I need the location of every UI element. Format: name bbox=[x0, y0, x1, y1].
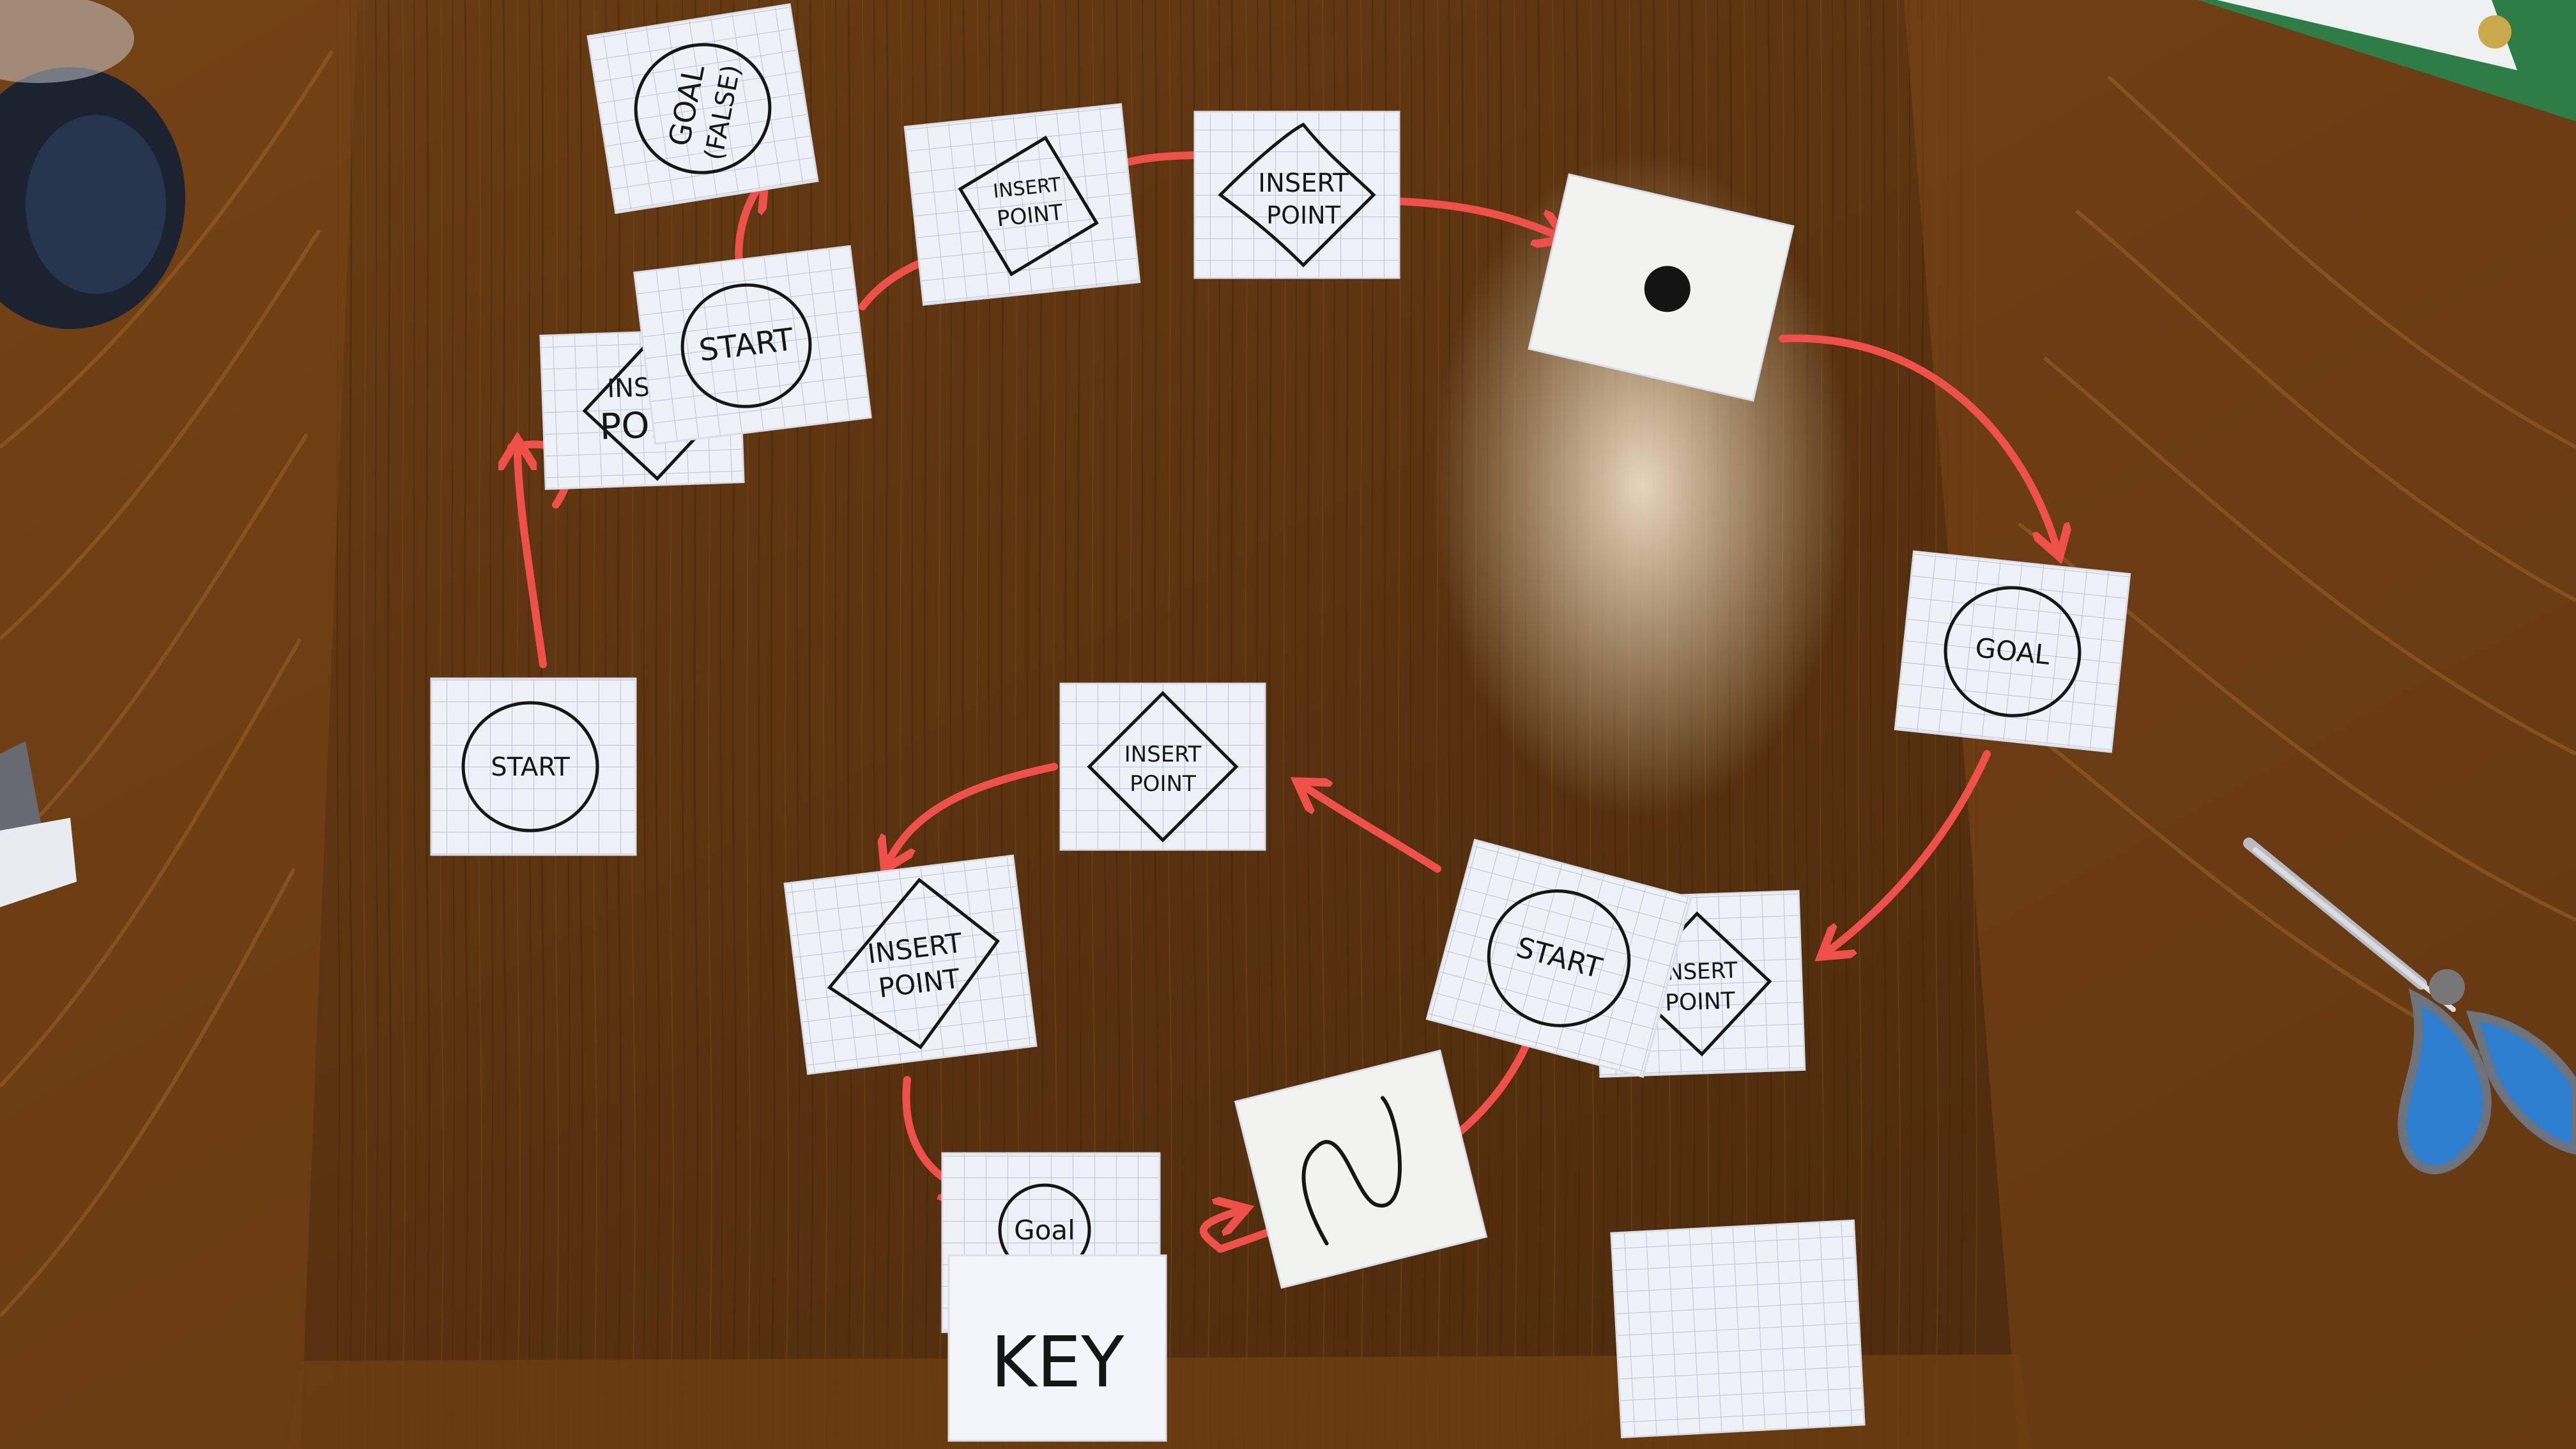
table-leaf-left bbox=[0, 0, 358, 1449]
insert-lower-right-line2: POINT bbox=[1665, 988, 1736, 1016]
wood-chevron-grain bbox=[0, 50, 2576, 1318]
glass-jar bbox=[0, 0, 185, 329]
arrow-insert-center-to-lower-left bbox=[888, 763, 1058, 862]
card-goal-right: GOAL bbox=[1894, 550, 2131, 753]
card-goal-false: GOAL (FALSE) bbox=[586, 3, 819, 215]
arrow-start-left-to-insert bbox=[518, 447, 547, 668]
arrow-hole-to-goal bbox=[1779, 334, 2057, 549]
hole-dot bbox=[1644, 266, 1690, 312]
insert-center-line1: INSERT bbox=[1124, 742, 1202, 767]
card-start-left: START bbox=[430, 677, 637, 856]
binder bbox=[2198, 0, 2576, 121]
card-insert-top-left: INSERT POINT bbox=[903, 103, 1141, 306]
start-left-label: START bbox=[491, 753, 570, 782]
left-object bbox=[0, 741, 77, 907]
card-hole bbox=[1528, 173, 1795, 402]
arrow-start-to-insert-center bbox=[1303, 786, 1441, 873]
scissors bbox=[2243, 838, 2576, 1174]
arrow-goal-to-insert-lower bbox=[1827, 750, 1991, 952]
card-start-lower-right: START bbox=[1425, 838, 1692, 1078]
arrow-insert-to-hole bbox=[1395, 197, 1559, 236]
card-key: KEY bbox=[947, 1254, 1167, 1442]
card-insert-center: INSERT POINT bbox=[1059, 682, 1266, 851]
goal-bottom-label: Goal bbox=[1014, 1215, 1075, 1246]
insert-center-line2: POINT bbox=[1130, 771, 1196, 797]
goal-right-label: GOAL bbox=[1974, 632, 2051, 671]
insert-top-mid-line1: INSERT bbox=[1258, 169, 1349, 198]
card-squiggle bbox=[1234, 1049, 1488, 1289]
key-label: KEY bbox=[991, 1321, 1125, 1403]
card-insert-top-mid: INSERT POINT bbox=[1193, 111, 1400, 279]
card-insert-lower-left: INSERT POINT bbox=[783, 854, 1038, 1075]
card-start-top: START bbox=[633, 245, 872, 445]
card-blank bbox=[1610, 1219, 1866, 1439]
insert-top-mid-line2: POINT bbox=[1266, 201, 1340, 229]
insert-partial-line1: INS bbox=[607, 373, 651, 404]
